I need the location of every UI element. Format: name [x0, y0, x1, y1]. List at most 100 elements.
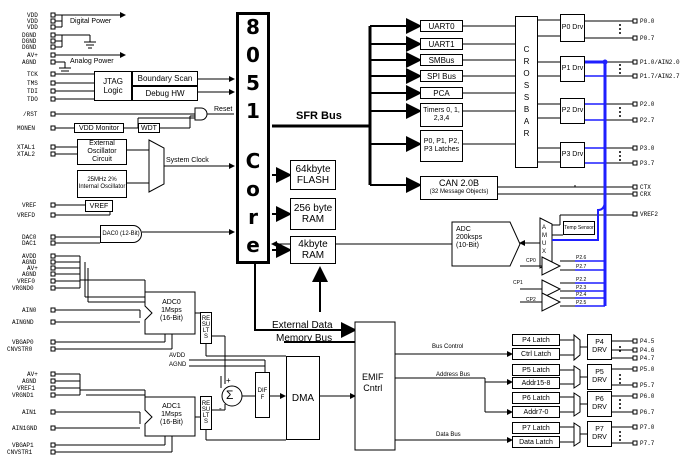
pin-cnvstr1: CNVSTR1 [7, 449, 33, 456]
pin-avplus: AV+ [27, 265, 38, 272]
spi-label: SPI Bus [427, 71, 456, 81]
pin-rst: /RST [23, 111, 38, 118]
diff-block: DIFF [255, 372, 270, 418]
cp0-label: CP0 [526, 258, 536, 264]
p0-drv-block: P0 Drv [560, 14, 585, 42]
sfr-bus-label: SFR Bus [296, 110, 342, 122]
p7-latch-block: P7 Latch [512, 422, 560, 434]
boundary-scan-block: Boundary Scan [132, 71, 198, 86]
pin-vref1: VREF1 [17, 385, 36, 392]
clock-wires [50, 139, 235, 193]
external-oscillator-block: External Oscillator Circuit [77, 139, 127, 165]
core-letter: r [248, 205, 258, 229]
p1-drv-label: P1 Drv [561, 65, 584, 72]
dma-block: DMA [286, 356, 320, 440]
wdt-label: WDT [141, 124, 157, 132]
p4-latch-block: P4 Latch [512, 334, 560, 346]
pin-p4-6: P4.6 [640, 347, 655, 354]
can-block: CAN 2.0B(32 Message Objects) [420, 176, 498, 200]
address-bus-label: Address Bus [436, 372, 471, 378]
p2-drv-block: P2 Drv [560, 98, 585, 124]
results0-block: RESULTS [200, 312, 212, 344]
pin-p2-7: P2.7 [640, 117, 655, 124]
results1-label: RESULTS [201, 401, 211, 425]
data-latch-block: Data Latch [512, 436, 560, 448]
pca-label: PCA [433, 88, 450, 98]
adc1-shape [144, 396, 196, 437]
results0-label: RESULTS [201, 316, 211, 340]
minus-sign: - [219, 404, 222, 413]
pin-p5-7: P5.7 [640, 382, 655, 389]
temp-sensor-label: Temp Sensor [564, 225, 594, 231]
pin-p4-5: P4.5 [640, 338, 655, 345]
addr7-0-block: Addr7-0 [512, 406, 560, 418]
port-pins-right [498, 18, 638, 217]
can-label: CAN 2.0B [438, 178, 480, 188]
pin-p1-0: P1.0/AIN2.0 [640, 59, 680, 66]
pin-agnd: AGND [22, 259, 37, 266]
internal-oscillator-block: 25MHz 2% Internal Oscillator [77, 170, 127, 198]
ctrl-latch-label: Ctrl Latch [521, 350, 551, 358]
smbus-label: SMBus [428, 55, 455, 65]
pin-avdd: AVDD [22, 253, 37, 260]
debug-hw-block: Debug HW [132, 86, 198, 101]
cmp-pin-p2-3: P2.3 [576, 285, 587, 291]
pin-p6-7: P6.7 [640, 409, 655, 416]
pin-dgnd: DGND [22, 38, 37, 45]
boundary-scan-label: Boundary Scan [137, 74, 193, 83]
pin-avplus: AV+ [27, 371, 38, 378]
pin-vref0: VREF0 [17, 278, 36, 285]
pin-xtal2: XTAL2 [17, 151, 36, 158]
pin-p0-0: P0.0 [640, 18, 655, 25]
pin-monen: MONEN [17, 125, 36, 132]
pin-agnd: AGND [22, 59, 37, 66]
pin-p5-0: P5.0 [640, 366, 655, 373]
pin-vbgap1: VBGAP1 [12, 442, 34, 449]
pin-agnd: AGND [22, 271, 37, 278]
data-latch-label: Data Latch [519, 438, 553, 446]
pin-vrefd: VREFD [17, 212, 36, 219]
ext-data-label: External Data [272, 320, 333, 331]
power-pins [50, 12, 126, 72]
reset-label: Reset [214, 106, 233, 113]
pin-dac0: DAC0 [22, 234, 37, 241]
pca-block: PCA [420, 87, 463, 99]
p3-drv-label: P3 Drv [561, 151, 584, 158]
core-letter: 0 [246, 43, 260, 67]
cmp-pin-p2-6: P2.6 [576, 255, 587, 261]
cp2-label: CP2 [526, 297, 536, 303]
jtag-wires [50, 71, 235, 102]
dac0-label: DAC0 (12-Bit) [102, 230, 140, 237]
plus-sign: + [226, 376, 231, 385]
addr15-8-block: Addr15-8 [512, 377, 560, 389]
smbus-block: SMBus [420, 54, 463, 66]
uart0-block: UART0 [420, 20, 463, 32]
pin-vdd: VDD [27, 18, 38, 25]
p7-drv-label: P7 DRV [592, 426, 607, 441]
pin-ctx: CTX [640, 184, 651, 191]
p6-drv-label: P6 DRV [592, 396, 607, 411]
pin-tck: TCK [27, 71, 38, 78]
p6-drv-block: P6 DRV [587, 391, 612, 417]
ctrl-latch-block: Ctrl Latch [512, 348, 560, 360]
wdt-block: WDT [138, 123, 160, 133]
digital-power-label: Digital Power [70, 18, 112, 25]
data-bus-label: Data Bus [436, 432, 461, 438]
pin-p3-7: P3.7 [640, 160, 655, 167]
jtag-logic-label: JTAG Logic [103, 77, 123, 95]
vdd-monitor-label: VDD Monitor [78, 124, 120, 132]
memory-bus-label: Memory Bus [276, 333, 333, 344]
pin-aingnd0: AINGND [12, 319, 34, 326]
pin-p4-7: P4.7 [640, 355, 655, 362]
pin-p7-0: P7.0 [640, 424, 655, 431]
adc1-wires [50, 371, 173, 455]
